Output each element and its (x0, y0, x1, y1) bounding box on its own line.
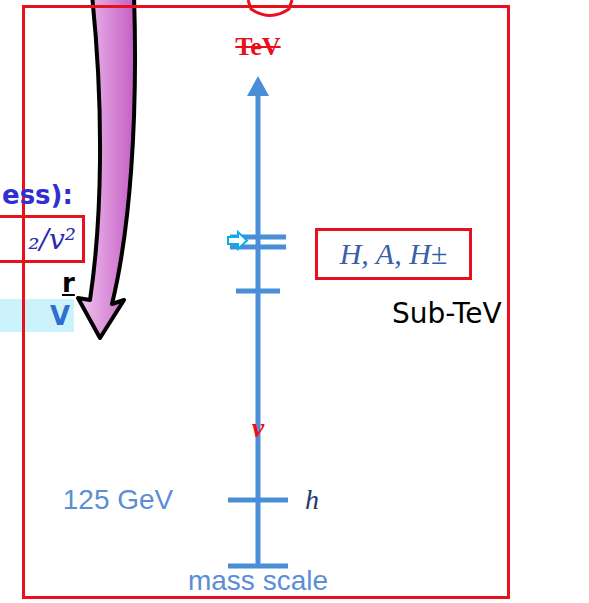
node-text: H, A, H± (340, 237, 448, 271)
axis-arrowhead (247, 76, 269, 96)
scale-label: TeV (235, 32, 280, 62)
cut-text: ess): (2, 180, 73, 210)
scale-note: Sub-TeV (390, 297, 504, 330)
node-text: ₂/v² (28, 223, 76, 256)
cut-text: V (50, 301, 70, 331)
vev-symbol: v (252, 412, 264, 444)
block-arrow (228, 232, 247, 249)
mass-axis (228, 92, 288, 566)
highlight-band (0, 299, 74, 332)
heavy-higgs-box: H, A, H± (315, 228, 472, 280)
coupling-box: ₂/v² (0, 215, 85, 263)
particle-symbol: h (305, 484, 319, 516)
cut-text: r (62, 268, 75, 298)
mass-value: 125 GeV (63, 484, 174, 516)
axis-title: mass scale (188, 565, 328, 597)
curved-arrow (78, 0, 135, 338)
